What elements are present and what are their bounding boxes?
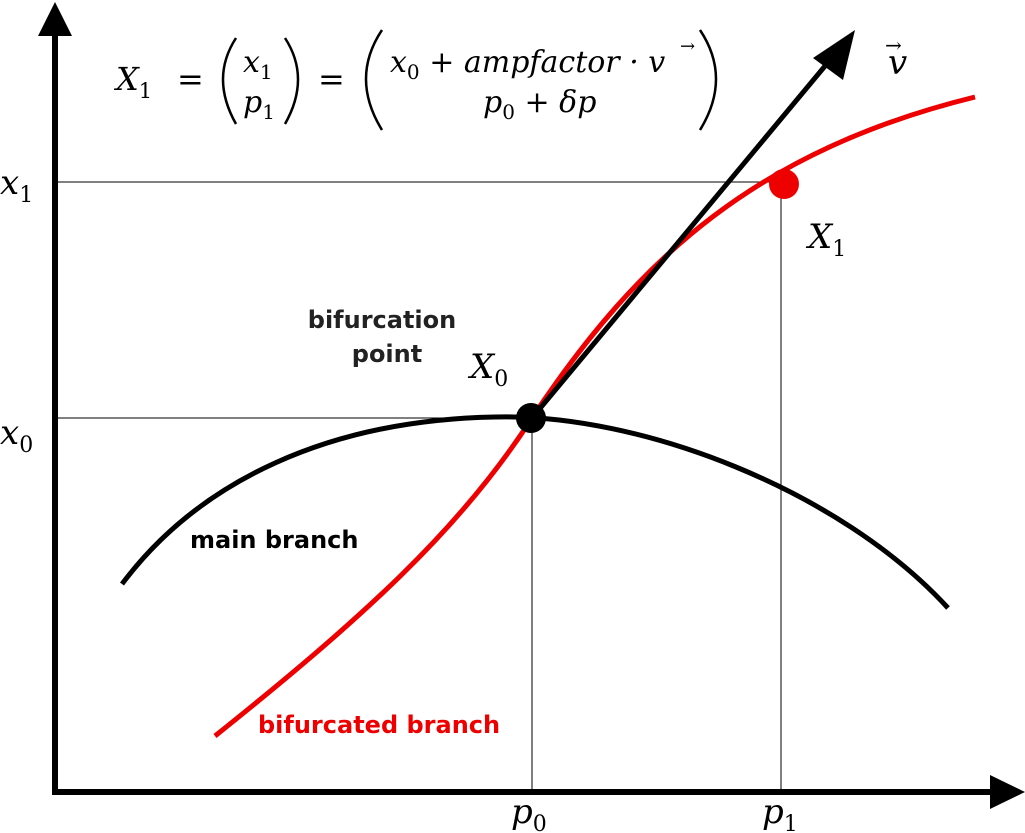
main-branch-label: main branch — [190, 526, 358, 554]
formula-paren-open-2 — [364, 29, 384, 131]
formula-paren-close-1 — [283, 37, 300, 125]
formula-paren-close-2 — [698, 29, 718, 131]
formula-col1-bottom: p1 — [243, 85, 275, 124]
formula-eq2: = — [318, 60, 345, 98]
label-X1: X1 — [805, 217, 846, 262]
tick-label-p0: p0 — [511, 792, 547, 833]
tick-label-x0: x0 — [0, 413, 33, 458]
label-X0: X0 — [467, 347, 508, 392]
x-axis-arrowhead — [990, 775, 1025, 809]
formula-col2-top-v-arrow: → — [680, 36, 695, 57]
label-vector-arrow: → — [885, 33, 902, 57]
formula-lhs: X1 — [113, 60, 152, 103]
formula-col1-top: x1 — [243, 45, 273, 84]
bifurcation-point-label-line1: bifurcation — [308, 306, 456, 334]
main-branch-curve — [120, 414, 950, 610]
bifurcated-branch-curve — [213, 94, 976, 738]
point-X0 — [516, 403, 546, 433]
tick-label-x1: x1 — [0, 163, 33, 208]
bifurcation-point-label-line2: point — [352, 340, 422, 368]
formula-col2-bottom: p0 + δp — [483, 85, 596, 124]
formula-paren-open-1 — [221, 37, 238, 125]
point-X1 — [769, 169, 799, 199]
tick-label-p1: p1 — [762, 792, 798, 833]
formula-eq1: = — [177, 60, 204, 98]
tangent-vector-line — [530, 52, 837, 420]
formula: X1 = x1 p1 = x0 + ampfactor · v → p0 + δ… — [113, 29, 718, 131]
formula-col2-top: x0 + ampfactor · v — [390, 45, 665, 84]
y-axis-arrowhead — [38, 2, 72, 36]
tangent-vector-arrowhead — [813, 30, 855, 80]
label-vector-v: v — [888, 43, 907, 83]
bifurcated-branch-label: bifurcated branch — [258, 711, 500, 739]
